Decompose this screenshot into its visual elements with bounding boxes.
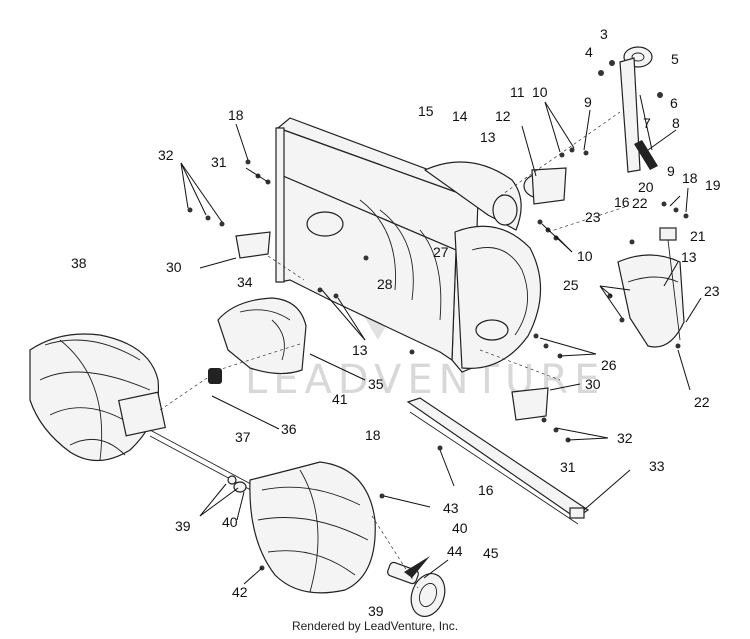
- skid-shoe-left: [235, 231, 271, 259]
- callout-15: 15: [418, 103, 434, 119]
- left-auger: [29, 333, 222, 462]
- callout-39: 39: [368, 603, 384, 619]
- callout-3: 3: [600, 26, 608, 42]
- callout-44: 44: [447, 543, 463, 559]
- callout-32: 32: [158, 147, 174, 163]
- callout-42: 42: [232, 584, 248, 600]
- callout-41: 41: [332, 391, 348, 407]
- leader-lines: [180, 94, 702, 585]
- callout-13: 13: [681, 249, 697, 265]
- callout-36: 36: [281, 421, 297, 437]
- callout-33: 33: [649, 458, 665, 474]
- skid-shoe-right: [511, 387, 549, 421]
- callout-10: 10: [577, 248, 593, 264]
- callout-9: 9: [584, 94, 592, 110]
- callout-8: 8: [672, 115, 680, 131]
- callout-22: 22: [694, 394, 710, 410]
- pulley-part-45: [387, 561, 446, 617]
- callout-7: 7: [643, 115, 651, 131]
- callout-6: 6: [670, 95, 678, 111]
- impeller-housing-plate: [217, 297, 307, 375]
- callout-35: 35: [368, 376, 384, 392]
- callout-45: 45: [483, 545, 499, 561]
- callout-20: 20: [638, 179, 654, 195]
- callout-40: 40: [452, 520, 468, 536]
- callout-18: 18: [682, 170, 698, 186]
- callout-37: 37: [235, 429, 251, 445]
- hardware-fasteners: [187, 60, 689, 571]
- callout-43: 43: [443, 500, 459, 516]
- callout-10: 10: [532, 84, 548, 100]
- callout-28: 28: [377, 276, 393, 292]
- footer-credit: Rendered by LeadVenture, Inc.: [291, 619, 459, 633]
- callout-26: 26: [601, 357, 617, 373]
- callout-5: 5: [671, 51, 679, 67]
- callout-16: 16: [614, 194, 630, 210]
- callout-30: 30: [166, 259, 182, 275]
- callout-23: 23: [704, 283, 720, 299]
- callout-19: 19: [705, 177, 721, 193]
- callout-21: 21: [690, 228, 706, 244]
- callout-13: 13: [480, 129, 496, 145]
- callout-18: 18: [228, 107, 244, 123]
- callout-14: 14: [452, 108, 468, 124]
- callout-32: 32: [617, 430, 633, 446]
- bearing-part-36: [208, 368, 222, 384]
- callout-31: 31: [560, 459, 576, 475]
- callout-34: 34: [237, 274, 253, 290]
- callout-31: 31: [211, 154, 227, 170]
- callout-30: 30: [585, 376, 601, 392]
- callout-40: 40: [222, 514, 238, 530]
- callout-13: 13: [352, 342, 368, 358]
- callout-18: 18: [365, 427, 381, 443]
- auger-shaft: [149, 429, 263, 491]
- right-auger: [227, 461, 376, 594]
- callout-39: 39: [175, 518, 191, 534]
- auger-housing: [275, 117, 542, 373]
- callout-12: 12: [495, 108, 511, 124]
- callout-11: 11: [510, 84, 525, 100]
- skid-bar: [406, 397, 590, 525]
- callout-16: 16: [478, 482, 494, 498]
- callout-labels: 3 4 5 6 7 8 9 9 10 10 11 12 13 13 13 14 …: [71, 26, 721, 619]
- callout-38: 38: [71, 255, 87, 271]
- callout-23: 23: [585, 209, 601, 225]
- callout-9: 9: [667, 163, 675, 179]
- chute-assembly: [523, 46, 685, 348]
- callout-22: 22: [632, 195, 648, 211]
- callout-4: 4: [585, 44, 593, 60]
- callout-27: 27: [433, 244, 449, 260]
- callout-25: 25: [563, 277, 579, 293]
- arrow-part-44: [404, 556, 430, 578]
